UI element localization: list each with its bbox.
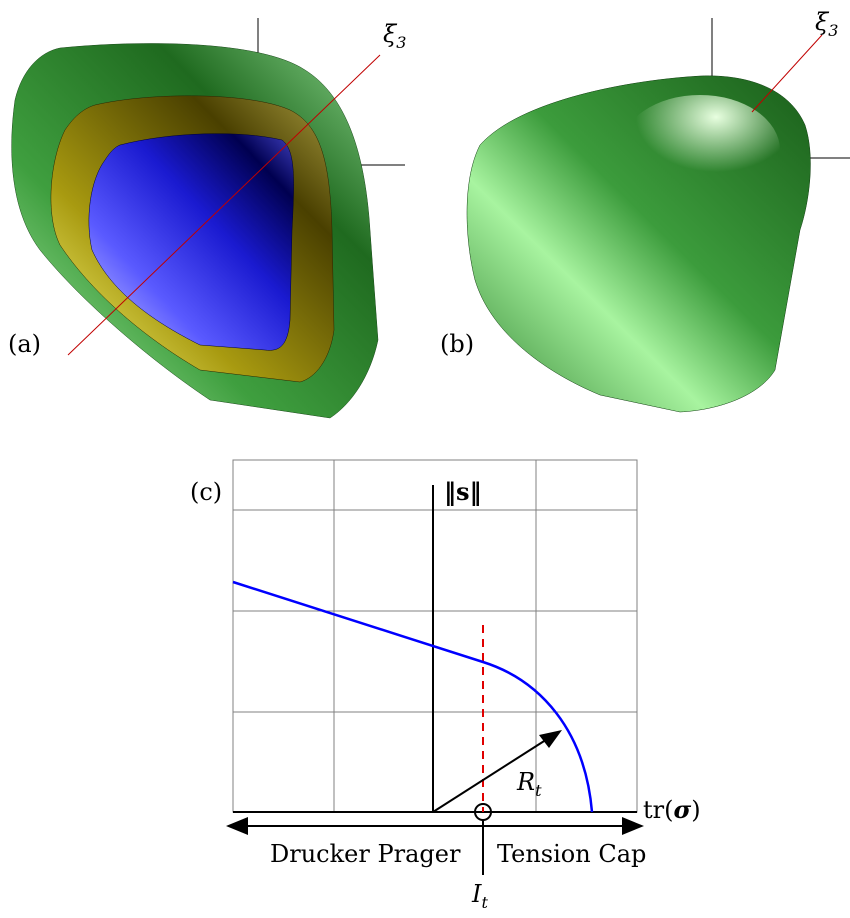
radius-label: Rt — [516, 768, 542, 800]
x-axis-label: tr(σ) — [643, 795, 701, 824]
panel-a-label: (a) — [8, 330, 41, 358]
radius-arrowhead — [539, 730, 562, 748]
panel-a: (a) ξ3 — [8, 18, 406, 419]
panel-b-label: (b) — [440, 330, 474, 358]
panel-c-label: (c) — [190, 478, 222, 506]
hydrostatic-axis-line — [67, 54, 381, 356]
tension-cap-label: Tension Cap — [497, 840, 646, 868]
radius-line — [432, 735, 553, 813]
xi3-label-b: ξ3 — [815, 8, 838, 40]
yield-curve — [232, 580, 594, 813]
panel-b: (b) ξ3 — [440, 8, 850, 413]
region-arrow-left-head — [226, 817, 248, 835]
cap-highlight — [620, 95, 780, 205]
panel-c: (c) ‖s‖ tr(σ) Rt Drucker Prager Tension … — [190, 459, 701, 912]
hydrostatic-axis-line-b — [751, 34, 823, 113]
region-arrow-right-head — [622, 817, 644, 835]
grid — [232, 459, 638, 813]
y-axis-label: ‖s‖ — [444, 477, 482, 506]
It-label: It — [471, 880, 488, 912]
xi3-label-a: ξ3 — [383, 20, 406, 52]
drucker-prager-label: Drucker Prager — [270, 840, 461, 868]
